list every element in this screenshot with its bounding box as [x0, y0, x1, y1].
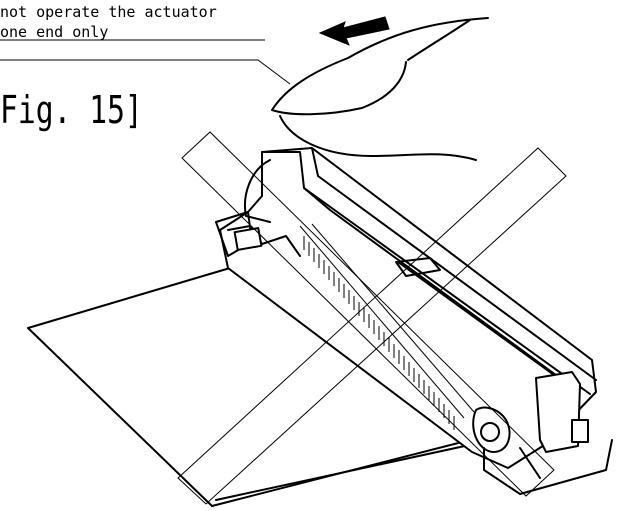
- cross-out-icon: [177, 131, 567, 505]
- figure-label: Fig. 15]: [0, 88, 143, 132]
- caution-leader-line: [0, 59, 291, 85]
- arrow-left-icon: [318, 16, 390, 46]
- contact-pins: [299, 223, 475, 430]
- finger-icon: [271, 17, 489, 161]
- caution-text-line-1: not operate the actuator: [0, 3, 217, 21]
- caution-text-line-2: one end only: [0, 23, 109, 41]
